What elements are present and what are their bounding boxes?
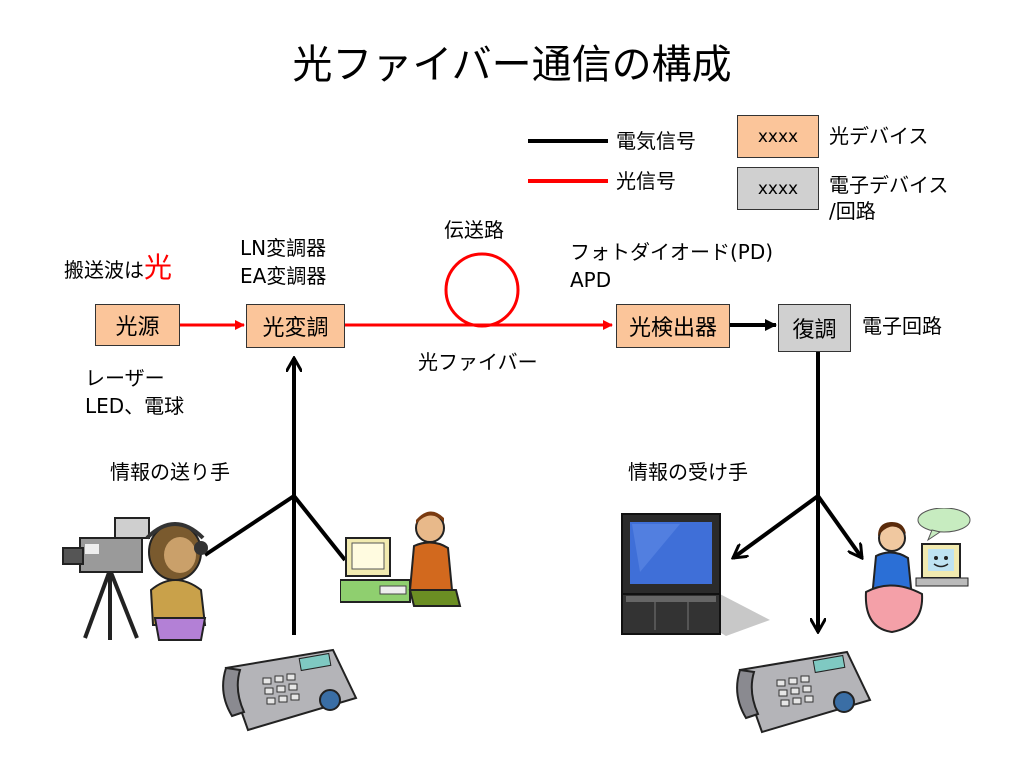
receiver-branch-left bbox=[733, 494, 820, 558]
legend-electric-label: 電気信号 bbox=[616, 129, 696, 153]
legend-optical-label: 光信号 bbox=[616, 169, 676, 193]
transmission-path-label: 伝送路 bbox=[444, 218, 504, 242]
sender-branch-right bbox=[292, 494, 347, 562]
receiver-label: 情報の受け手 bbox=[628, 460, 748, 484]
fiber-loop bbox=[444, 252, 520, 328]
sender-branch-left bbox=[203, 494, 296, 557]
detector-type-2: APD bbox=[570, 268, 612, 292]
modulator-type-2: EA変調器 bbox=[240, 264, 327, 288]
legend-electronic-device-swatch: xxxx bbox=[737, 167, 819, 210]
receiver-branch-right bbox=[816, 494, 862, 558]
carrier-note: 搬送波は光 bbox=[64, 254, 172, 283]
legend-optical-device-swatch: xxxx bbox=[737, 115, 819, 158]
woman-computer-icon bbox=[864, 508, 971, 634]
video-camera-operator-icon bbox=[62, 517, 208, 641]
carrier-prefix: 搬送波は bbox=[64, 258, 144, 282]
legend-electronic-device-label-2: /回路 bbox=[829, 199, 876, 223]
carrier-accent: 光 bbox=[144, 251, 173, 284]
modulator-type-1: LN変調器 bbox=[240, 236, 327, 260]
television-icon bbox=[621, 513, 770, 636]
page-title: 光ファイバー通信の構成 bbox=[292, 42, 732, 88]
fiber-label: 光ファイバー bbox=[418, 350, 538, 374]
sender-label: 情報の送り手 bbox=[110, 460, 230, 484]
detector-type-1: フォトダイオード(PD) bbox=[570, 240, 774, 264]
light-source-block: 光源 bbox=[95, 304, 180, 346]
computer-user-icon bbox=[340, 511, 462, 607]
electronic-circuit-label: 電子回路 bbox=[862, 314, 942, 338]
legend-electronic-device-label-1: 電子デバイス bbox=[829, 173, 949, 197]
telephone-icon-receiver bbox=[736, 650, 872, 734]
demodulation-block: 復調 bbox=[778, 304, 851, 352]
optical-modulation-block: 光変調 bbox=[246, 304, 345, 348]
telephone-icon-sender bbox=[222, 648, 358, 732]
source-type-2: LED、電球 bbox=[85, 394, 185, 418]
source-type-1: レーザー bbox=[85, 366, 165, 390]
photodetector-block: 光検出器 bbox=[616, 304, 730, 348]
legend-optical-device-label: 光デバイス bbox=[829, 124, 929, 148]
